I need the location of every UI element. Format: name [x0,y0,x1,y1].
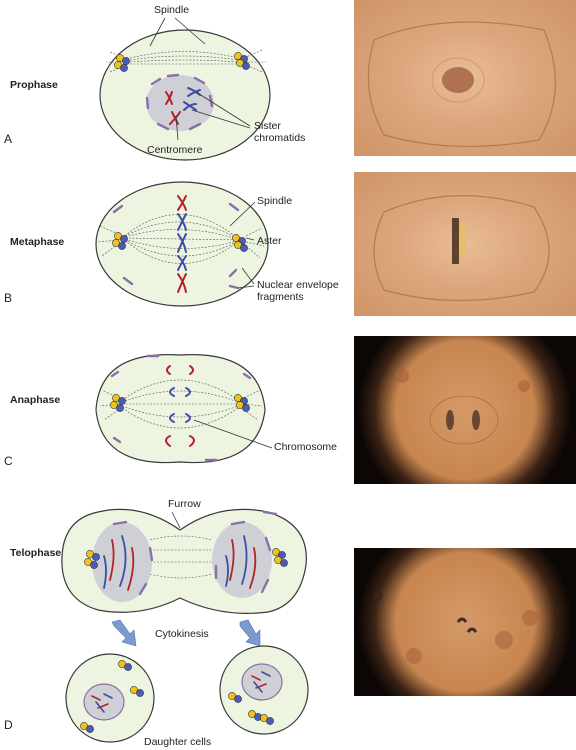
metaphase-envelope-fragments [112,202,240,290]
micrograph-telophase-art [373,591,538,664]
telophase-cell [61,508,307,614]
leader-fragments-2 [237,285,255,289]
telophase-chromosomes [103,535,257,591]
daughter-cell-right [219,645,309,735]
micrograph-telophase [354,548,576,696]
leader-metaphase-spindle [229,201,256,227]
leader-spindle-1 [149,17,166,47]
label-daughter-cells: Daughter cells [144,736,212,748]
leader-chromatids-2 [191,109,251,129]
prophase-nucleus [146,75,214,131]
anaphase-spindle [99,379,263,429]
label-spindle-metaphase: Spindle [257,195,293,207]
stage-label-metaphase: Metaphase [10,236,65,248]
panel-letter-b: B [4,291,13,305]
panel-letter-a: A [4,132,13,146]
prophase-cell [99,17,271,161]
micrograph-anaphase-art [395,369,530,445]
leader-centromere [175,115,179,141]
telophase-nucleus-right [212,522,272,598]
label-cytokinesis: Cytokinesis [155,628,209,640]
cytokinesis-arrows [111,619,261,647]
micrograph-metaphase [354,172,576,316]
anaphase-chromosomes [165,365,195,447]
prophase-envelope [145,73,214,131]
stage-label-prophase: Prophase [10,79,58,91]
label-spindle-top: Spindle [154,4,190,16]
anaphase-envelope-fragments [110,354,252,462]
metaphase-spindle [97,214,265,264]
label-sister-chromatids: Sister chromatids [254,120,306,144]
label-aster: Aster [257,235,282,247]
label-chromosome: Chromosome [274,441,338,453]
leader-aster [245,237,255,241]
micrograph-prophase [354,0,576,156]
micrograph-metaphase-art [373,195,550,302]
metaphase-chromosomes [177,195,187,293]
micrograph-anaphase [354,336,576,484]
panel-letter-d: D [4,718,13,732]
micrograph-prophase-art [367,21,556,147]
telophase-envelope [112,510,278,596]
arrow-left-icon [111,619,137,647]
label-furrow: Furrow [168,498,201,510]
telophase-nucleus-left [92,522,152,602]
leader-chromosome [193,419,273,449]
leader-chromatids-1 [195,91,251,127]
leader-spindle-2 [174,17,206,45]
arrow-right-icon [239,619,261,647]
anaphase-cell [95,354,273,464]
telophase-spindle-remnants [149,535,213,579]
panel-letter-c: C [4,454,13,468]
stage-label-anaphase: Anaphase [10,394,61,406]
leader-furrow [171,511,181,529]
daughter-cell-left [65,653,155,743]
stage-label-telophase: Telophase [10,547,62,559]
metaphase-cell [95,181,269,307]
label-centromere: Centromere [147,144,203,156]
leader-fragments-1 [241,267,255,285]
label-nuclear-envelope-fragments: Nuclear envelope fragments [257,279,339,303]
